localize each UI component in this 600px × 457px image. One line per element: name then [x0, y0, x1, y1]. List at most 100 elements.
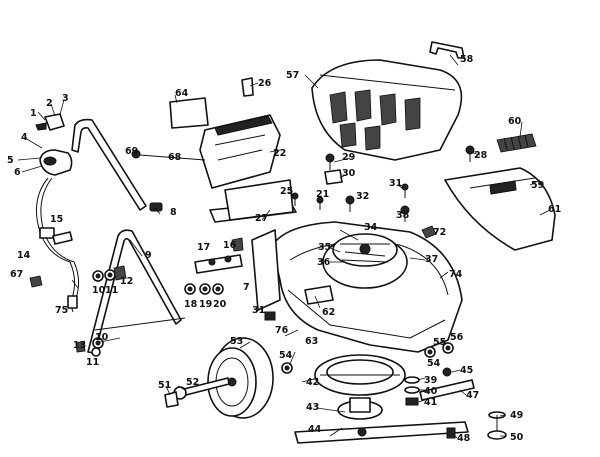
label-part-20: 20	[213, 299, 227, 310]
label-part-22: 22	[273, 148, 286, 159]
label-part-27: 27	[255, 213, 268, 224]
label-part-75: 75	[55, 305, 68, 316]
label-part-29: 29	[342, 152, 355, 163]
label-part-10a: 10	[92, 285, 106, 296]
hubcap-51	[164, 391, 179, 408]
label-part-63: 63	[305, 336, 318, 347]
label-part-2: 2	[46, 98, 53, 109]
cable-clip	[52, 231, 73, 245]
label-part-17: 17	[197, 242, 210, 253]
label-part-59: 59	[531, 180, 544, 191]
label-part-62: 62	[322, 307, 335, 318]
label-part-11a: 11	[105, 285, 118, 296]
side-panel-7	[251, 229, 281, 311]
switch-housing	[39, 149, 73, 176]
handle-bolt-8	[149, 202, 163, 212]
motor-cover-59	[444, 167, 556, 251]
label-part-68: 68	[168, 152, 182, 163]
label-part-26: 26	[258, 78, 272, 89]
part-labels: 1 2 3 4 5 6 7 8 9 10 10 11 11 12 13 14 1…	[7, 54, 561, 444]
label-part-69: 69	[125, 146, 138, 157]
label-part-41: 41	[424, 397, 437, 408]
power-cable	[35, 177, 80, 313]
label-part-16: 16	[223, 240, 237, 251]
label-part-54a: 54	[279, 350, 293, 361]
handle-nuts	[75, 265, 127, 357]
deck-clip-62	[304, 285, 334, 305]
upper-handle	[71, 118, 147, 211]
parts-48-50	[446, 411, 507, 440]
label-part-72: 72	[433, 227, 446, 238]
rear-flap-22	[199, 114, 281, 189]
label-part-45: 45	[460, 365, 473, 376]
label-part-13: 13	[73, 340, 86, 351]
label-part-36: 36	[317, 257, 331, 268]
washers-18-20	[184, 283, 224, 295]
motor-34	[322, 233, 408, 289]
label-part-6: 6	[14, 167, 21, 178]
label-part-8: 8	[170, 207, 177, 218]
label-part-60: 60	[508, 116, 522, 127]
label-part-3: 3	[62, 93, 69, 104]
label-part-10b: 10	[95, 332, 109, 343]
label-part-48: 48	[457, 433, 471, 444]
label-plate-64	[169, 97, 209, 129]
rear-wheel-53	[207, 337, 274, 419]
label-part-31a: 31	[389, 178, 402, 189]
label-part-52: 52	[186, 377, 199, 388]
vent-grille-60	[496, 133, 537, 153]
fan-42	[314, 354, 406, 396]
label-part-61: 61	[548, 204, 561, 215]
front-axle-47	[419, 367, 475, 401]
label-part-49: 49	[510, 410, 523, 421]
plug-67	[29, 275, 43, 288]
label-part-34: 34	[364, 222, 378, 233]
label-part-44: 44	[308, 424, 322, 435]
label-part-1: 1	[30, 108, 37, 119]
label-part-15: 15	[50, 214, 63, 225]
lever-16	[231, 237, 244, 252]
label-part-5: 5	[7, 155, 14, 166]
blade-44	[294, 421, 469, 444]
label-part-7: 7	[243, 282, 250, 293]
label-part-42: 42	[306, 377, 319, 388]
label-part-21: 21	[316, 189, 329, 200]
label-part-67: 67	[10, 269, 23, 280]
label-part-51: 51	[158, 380, 171, 391]
label-part-12: 12	[120, 276, 133, 287]
label-part-64: 64	[175, 88, 189, 99]
label-part-76: 76	[275, 325, 289, 336]
blade-hub-43	[337, 397, 383, 420]
label-part-31b: 31	[252, 305, 265, 316]
wheel-nuts	[281, 342, 454, 374]
label-part-35: 35	[318, 242, 331, 253]
box-handle-58	[429, 41, 465, 59]
mounting-bracket-27	[209, 179, 297, 223]
switch-lever	[35, 113, 65, 131]
label-part-55: 55	[433, 337, 446, 348]
label-part-58: 58	[460, 54, 474, 65]
cover-seal-72	[421, 225, 437, 239]
clip-26	[241, 77, 254, 97]
label-part-53: 53	[230, 336, 243, 347]
label-part-43: 43	[306, 402, 319, 413]
label-part-11b: 11	[86, 357, 99, 368]
label-part-4: 4	[21, 132, 28, 143]
label-part-28: 28	[474, 150, 488, 161]
label-part-47: 47	[466, 390, 479, 401]
label-part-40: 40	[424, 386, 438, 397]
label-part-19: 19	[199, 299, 212, 310]
label-part-56: 56	[450, 332, 464, 343]
washers-39-41	[404, 376, 420, 406]
leader-lines	[17, 54, 551, 439]
height-adjuster-17	[194, 254, 243, 274]
label-part-32: 32	[356, 191, 369, 202]
label-part-50: 50	[510, 432, 524, 443]
label-part-18: 18	[184, 299, 198, 310]
label-part-9: 9	[145, 250, 152, 261]
label-part-30: 30	[342, 168, 356, 179]
label-part-14: 14	[17, 250, 31, 261]
label-part-38: 38	[396, 210, 410, 221]
